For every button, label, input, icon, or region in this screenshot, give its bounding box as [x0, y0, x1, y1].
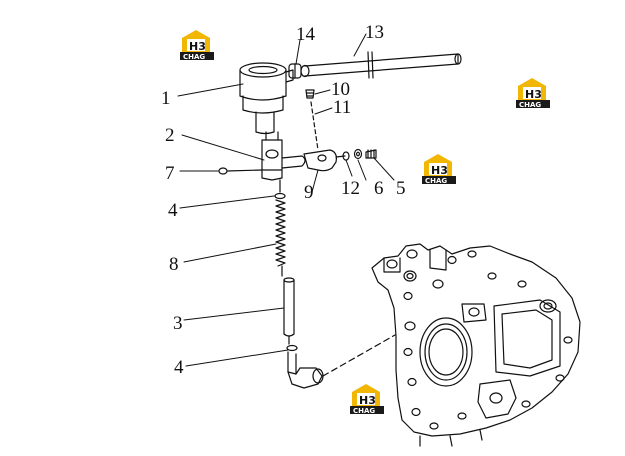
part-4-ring-lower: [286, 344, 298, 352]
part-7-screw: [218, 167, 263, 175]
watermark-logo-2: H3 CHAG: [516, 78, 550, 109]
callout-1: 1: [161, 88, 171, 109]
gear-housing-cover: [371, 243, 581, 447]
callout-9: 9: [304, 182, 314, 203]
part-10-pin: [305, 89, 315, 99]
part-6-washer: [353, 148, 363, 160]
svg-text:H3: H3: [431, 164, 448, 177]
svg-text:H3: H3: [525, 88, 542, 101]
leader-lines: [177, 33, 395, 367]
callout-12: 12: [341, 178, 360, 199]
part-9-lever: [303, 149, 337, 172]
lower-elbow-fitting: [287, 334, 396, 389]
watermark-logo-1: H3 CHAG: [180, 30, 214, 61]
callout-2: 2: [165, 125, 175, 146]
callout-11: 11: [333, 97, 351, 118]
callout-4-upper: 4: [168, 200, 178, 221]
svg-text:CHAG: CHAG: [425, 177, 447, 185]
part-13-tube: [300, 51, 462, 79]
part-11-dashline: [310, 101, 319, 151]
watermark-logo-3: H3 CHAG: [422, 154, 456, 185]
svg-text:CHAG: CHAG: [353, 407, 375, 415]
callout-4-lower: 4: [174, 357, 184, 378]
callout-14: 14: [296, 24, 316, 45]
svg-text:CHAG: CHAG: [183, 53, 205, 61]
callout-3: 3: [173, 313, 183, 334]
part-2-bracket: [261, 131, 306, 181]
part-3-rod: [283, 277, 295, 345]
svg-text:CHAG: CHAG: [519, 101, 541, 109]
callout-13: 13: [365, 22, 384, 43]
svg-text:H3: H3: [189, 40, 206, 53]
part-1-actuator: [239, 62, 294, 135]
axis-line-upper: [335, 155, 346, 158]
callout-8: 8: [169, 254, 179, 275]
callout-7: 7: [165, 163, 175, 184]
part-5-screw: [365, 149, 377, 159]
watermark-logo-4: H3 CHAG: [350, 384, 384, 415]
callout-5: 5: [396, 178, 406, 199]
callout-labels: 1 2 3 4 4 5 6 7 8 9 10 11 12 13 14: [161, 22, 406, 378]
callout-6: 6: [374, 178, 384, 199]
callout-10: 10: [331, 79, 350, 100]
part-4-ring-upper: [274, 192, 286, 200]
part-8-spring: [275, 179, 286, 277]
svg-text:H3: H3: [359, 394, 376, 407]
